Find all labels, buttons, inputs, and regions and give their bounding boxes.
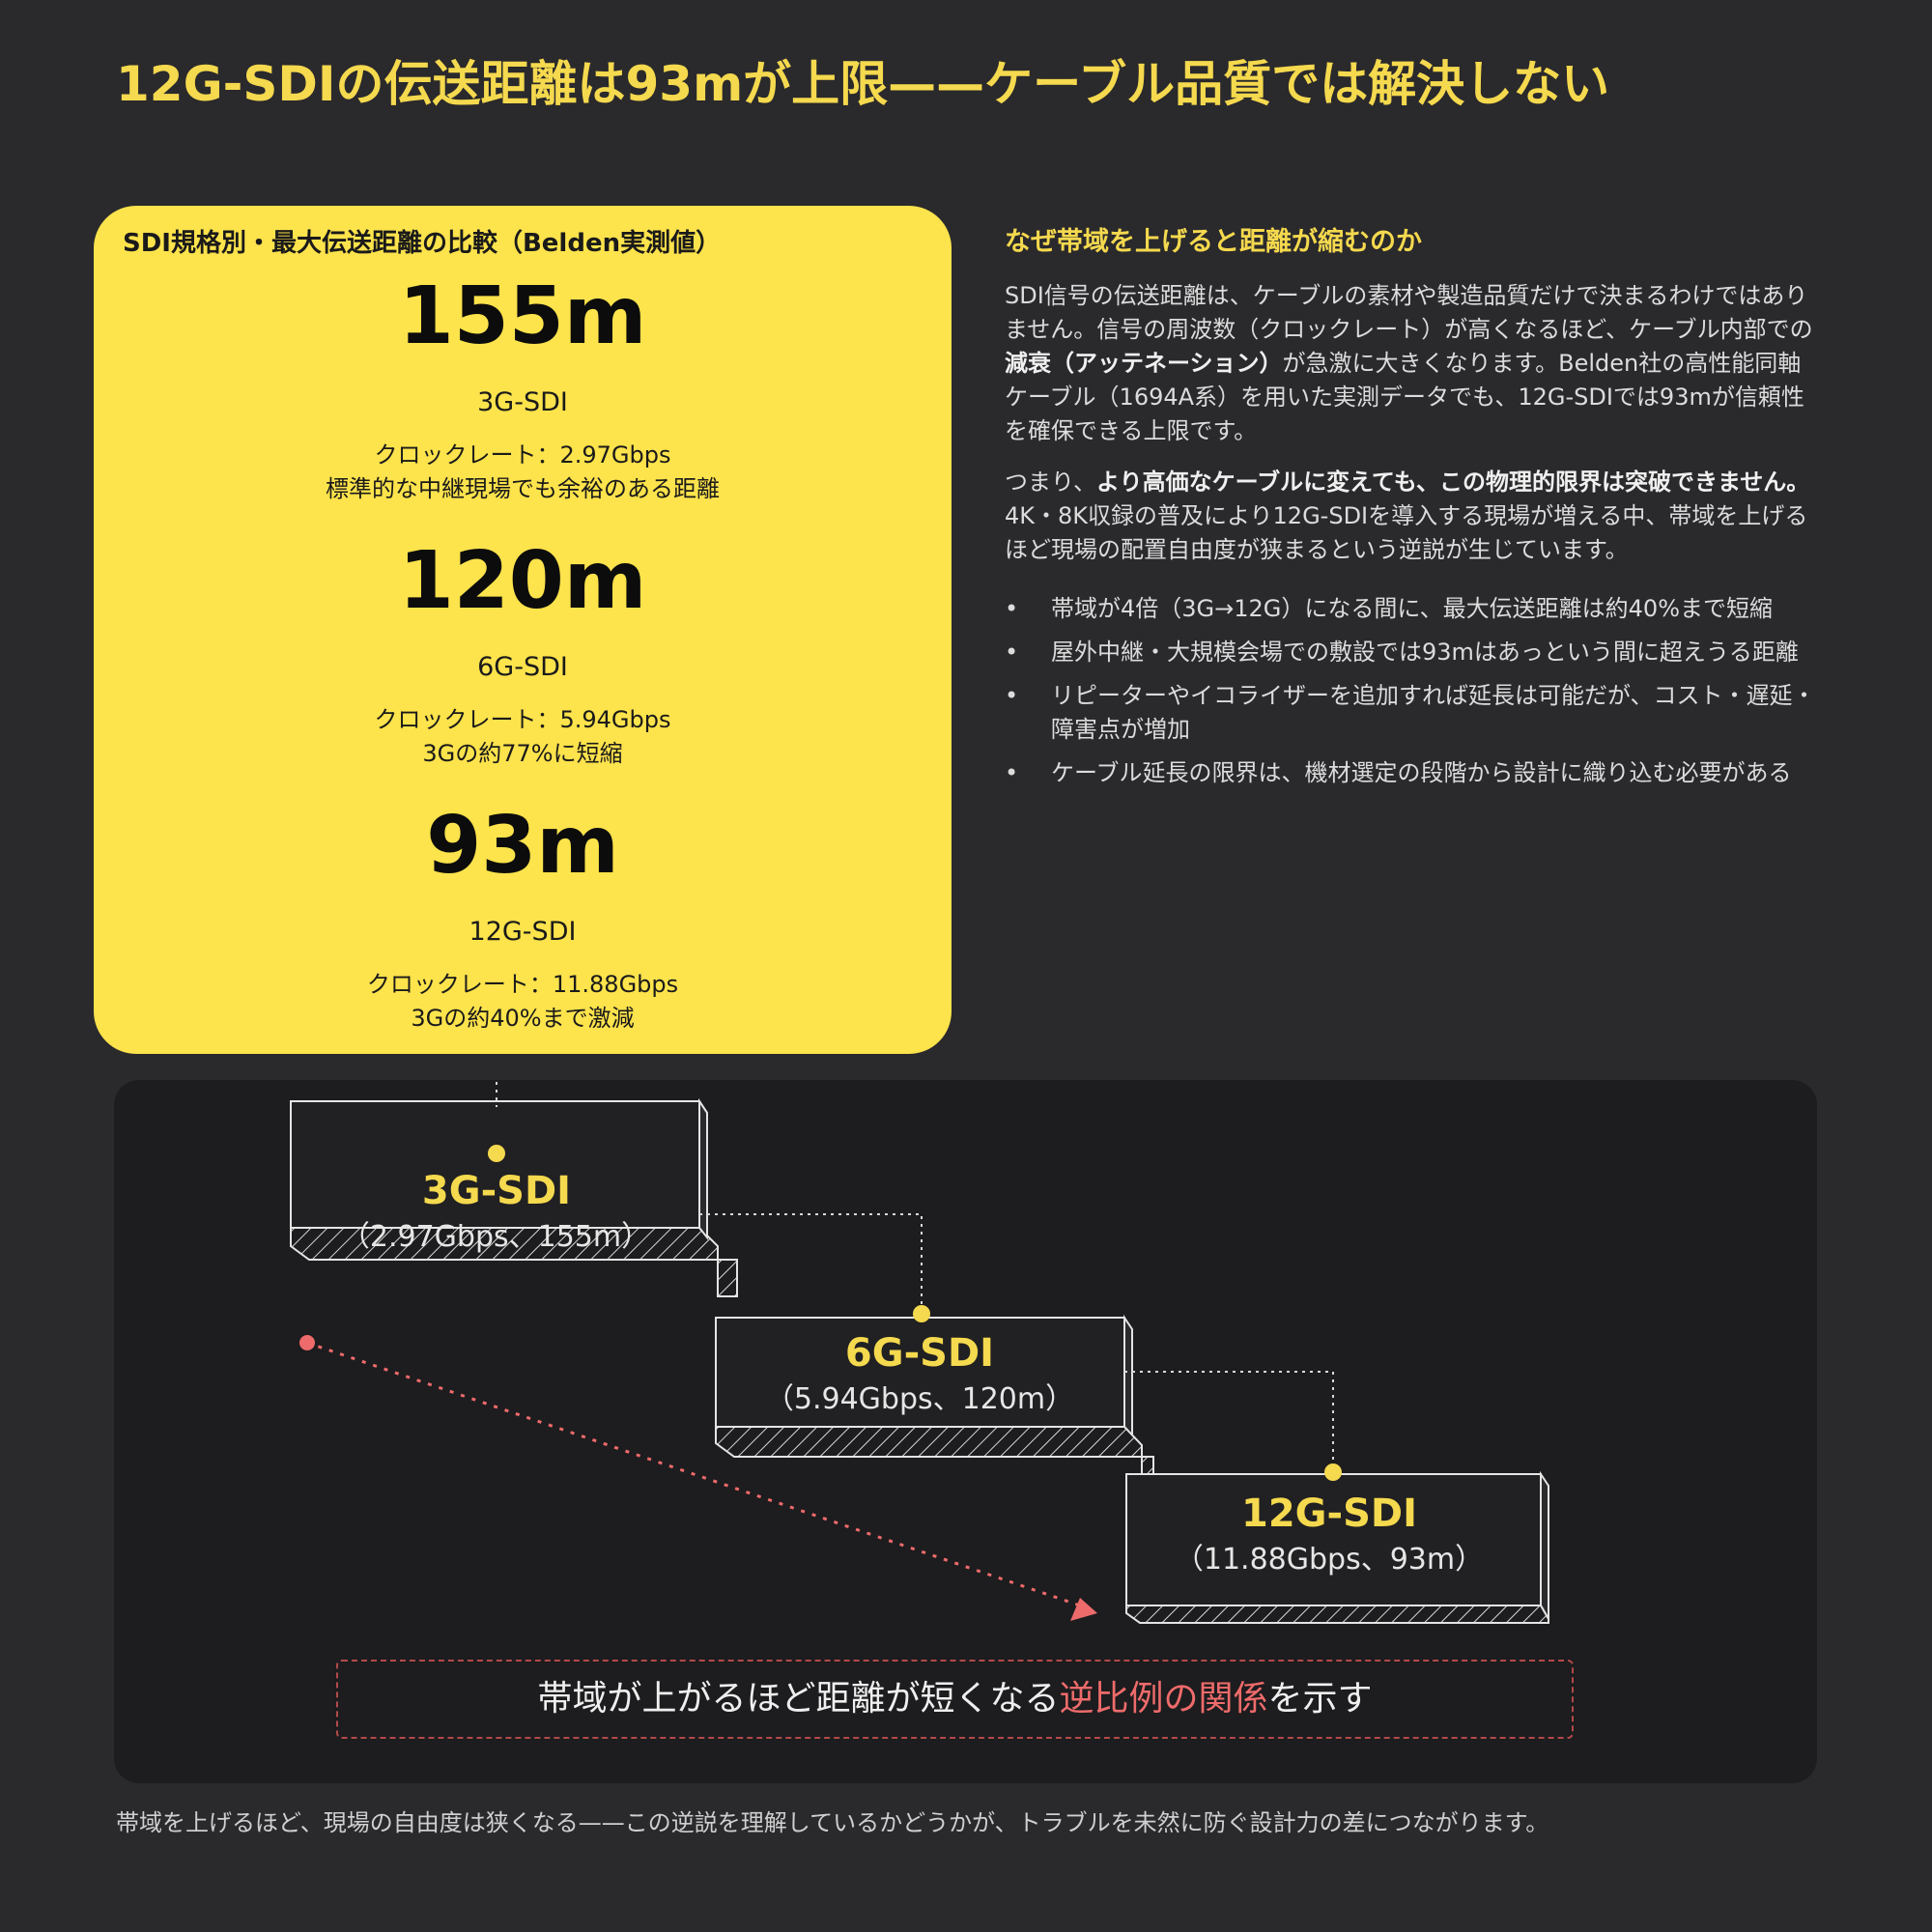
list-item: • ケーブル延長の限界は、機材選定の段階から設計に織り込む必要がある (1005, 756, 1821, 790)
step-name: 6G-SDI (845, 1331, 994, 1376)
stat-standard: 3G-SDI (477, 387, 568, 417)
footer-note: 帯域を上げるほど、現場の自由度は狭くなる——この逆説を理解しているかどうかが、ト… (116, 1809, 1549, 1836)
text-span: SDI信号の伝送距離は、ケーブルの素材や製造品質だけで決まるわけではありません。… (1005, 282, 1813, 343)
staircase-diagram: 3G-SDI （2.97Gbps、155m） 6G-SDI （5.94Gbps、… (114, 1080, 1817, 1783)
section-heading: なぜ帯域を上げると距離が縮むのか (1005, 227, 1422, 257)
paragraph-2: つまり、より高価なケーブルに変えても、この物理的限界は突破できません。 4K・8K… (1005, 466, 1821, 567)
stat-standard: 12G-SDI (469, 917, 577, 947)
distance-comparison-card: SDI規格別・最大伝送距離の比較（Belden実測値） 155m 3G-SDI … (94, 206, 952, 1054)
list-item: • 屋外中継・大規模会場での敷設では93mはあっという間に超えうる距離 (1005, 636, 1821, 669)
card-title: SDI規格別・最大伝送距離の比較（Belden実測値） (123, 229, 722, 258)
list-item-text: 屋外中継・大規模会場での敷設では93mはあっという間に超えうる距離 (1051, 639, 1799, 666)
connector-lines (496, 1080, 1334, 1468)
list-item-text: 帯域が4倍（3G→12G）になる間に、最大伝送距離は約40%まで短縮 (1051, 595, 1774, 622)
step-12g-block (1125, 1470, 1549, 1624)
stat-distance: 155m (398, 270, 647, 362)
callout-text: 帯域が上がるほど距離が短くなる (537, 1679, 1060, 1719)
step-3g-block (290, 1097, 738, 1297)
trend-arrow (299, 1335, 1097, 1621)
step-name: 12G-SDI (1241, 1492, 1417, 1536)
stat-detail: クロックレート：11.88Gbps 3Gの約40%まで激減 (94, 968, 952, 1036)
stat-distance: 93m (426, 800, 619, 892)
bullet-icon: • (1005, 759, 1019, 786)
stat-note: 3Gの約40%まで激減 (411, 1005, 635, 1032)
node-dot (1324, 1463, 1342, 1481)
stat-6g: 120m 6G-SDI クロックレート：5.94Gbps 3Gの約77%に短縮 (94, 538, 952, 771)
emphasis-text: より高価なケーブルに変えても、この物理的限界は突破できません。 (1096, 469, 1810, 496)
paragraph-1: SDI信号の伝送距離は、ケーブルの素材や製造品質だけで決まるわけではありません。… (1005, 279, 1821, 448)
step-name: 3G-SDI (422, 1169, 571, 1213)
stat-detail: クロックレート：2.97Gbps 標準的な中継現場でも余裕のある距離 (94, 439, 952, 506)
stat-standard: 6G-SDI (477, 652, 568, 682)
stat-rate: クロックレート：2.97Gbps (374, 441, 671, 469)
text-span: が急激に大きくなります。Belden社の高性能同軸ケーブル（1694A系）を用い… (1005, 350, 1804, 444)
stat-rate: クロックレート：5.94Gbps (374, 706, 671, 733)
bullet-list: • 帯域が4倍（3G→12G）になる間に、最大伝送距離は約40%まで短縮 • 屋外中… (1005, 592, 1821, 790)
emphasis-text: 減衰（アッテネーション） (1005, 350, 1283, 377)
node-dot (913, 1305, 930, 1322)
step-detail: （5.94Gbps、120m） (765, 1382, 1074, 1416)
stat-note: 標準的な中継現場でも余裕のある距離 (326, 475, 720, 502)
stat-3g: 155m 3G-SDI クロックレート：2.97Gbps 標準的な中継現場でも余… (94, 273, 952, 506)
callout-highlight: 逆比例の関係 (1059, 1679, 1268, 1719)
stat-12g: 93m 12G-SDI クロックレート：11.88Gbps 3Gの約40%まで激… (94, 803, 952, 1036)
text-span: つまり、 (1005, 469, 1097, 496)
list-item: • リピーターやイコライザーを追加すれば延長は可能だが、コスト・遅延・障害点が増加 (1005, 679, 1821, 747)
stat-detail: クロックレート：5.94Gbps 3Gの約77%に短縮 (94, 703, 952, 771)
list-item: • 帯域が4倍（3G→12G）になる間に、最大伝送距離は約40%まで短縮 (1005, 592, 1821, 626)
node-dot (488, 1145, 505, 1162)
callout-text: を示す (1267, 1679, 1373, 1719)
bullet-icon: • (1005, 682, 1019, 709)
step-detail: （2.97Gbps、155m） (341, 1220, 650, 1254)
text-span: 4K・8K収録の普及により12G-SDIを導入する現場が増える中、帯域を上げるほ… (1005, 502, 1808, 563)
staircase-svg: 3G-SDI （2.97Gbps、155m） 6G-SDI （5.94Gbps、… (290, 1080, 1549, 1624)
list-item-text: リピーターやイコライザーを追加すれば延長は可能だが、コスト・遅延・障害点が増加 (1051, 682, 1816, 743)
list-item-text: ケーブル延長の限界は、機材選定の段階から設計に織り込む必要がある (1051, 759, 1792, 786)
explanation-section: なぜ帯域を上げると距離が縮むのか SDI信号の伝送距離は、ケーブルの素材や製造品… (1005, 220, 1821, 800)
stat-distance: 120m (398, 535, 647, 627)
page-title: 12G-SDIの伝送距離は93mが上限——ケーブル品質では解決しない (116, 56, 1610, 112)
bullet-icon: • (1005, 639, 1019, 666)
conclusion-callout: 帯域が上がるほど距離が短くなる逆比例の関係を示す (336, 1660, 1574, 1739)
step-detail: （11.88Gbps、93m） (1175, 1543, 1484, 1577)
stat-note: 3Gの約77%に短縮 (422, 740, 623, 767)
bullet-icon: • (1005, 595, 1019, 622)
stat-rate: クロックレート：11.88Gbps (366, 971, 679, 998)
